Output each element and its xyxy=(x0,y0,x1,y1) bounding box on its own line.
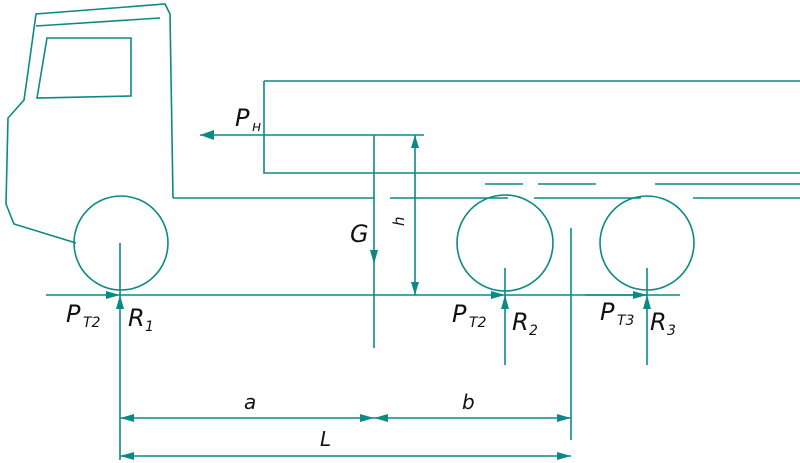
label-L: L xyxy=(320,427,331,451)
reaction-r3-arrowhead xyxy=(643,295,651,309)
dimension-a-arrow-right xyxy=(360,414,374,422)
label-r3: R xyxy=(650,308,667,336)
label-pt2-mid: P xyxy=(452,300,467,328)
dimension-a-arrow-left xyxy=(120,414,134,422)
dimension-b-arrow-right xyxy=(557,414,571,422)
gravity-arrowhead xyxy=(370,250,378,264)
cab-roof-detail xyxy=(35,17,161,27)
dimension-b-arrow-left xyxy=(374,414,388,422)
label-pt3: P xyxy=(600,298,615,326)
dimension-L-arrow-left xyxy=(120,452,134,460)
inertia-force-arrowhead xyxy=(200,130,214,140)
reaction-r2-arrowhead xyxy=(501,295,509,309)
traction-rear-arrowhead xyxy=(633,291,647,299)
label-pt3-sub: T3 xyxy=(617,313,634,329)
label-a: a xyxy=(244,390,256,414)
height-arrow-bottom xyxy=(411,282,419,295)
force-vectors xyxy=(46,130,651,460)
label-r2: R xyxy=(512,308,529,336)
label-pt2-left-sub: T2 xyxy=(83,315,101,331)
truck-outline xyxy=(5,3,800,440)
cab-window xyxy=(36,37,132,99)
labels: P н G h P T2 R 1 P T2 R 2 P T3 R 3 a b L xyxy=(66,104,676,451)
label-r1-sub: 1 xyxy=(145,319,154,335)
dimensions xyxy=(120,414,571,460)
label-r2-sub: 2 xyxy=(529,323,538,339)
cab-outline xyxy=(5,3,174,244)
height-arrow-top xyxy=(411,135,419,148)
traction-left-arrowhead xyxy=(106,291,120,299)
label-pt2-mid-sub: T2 xyxy=(469,315,487,331)
front-wheel xyxy=(73,195,169,291)
traction-mid-arrowhead xyxy=(491,291,505,299)
dimension-L-arrow-right xyxy=(557,452,571,460)
cargo-box xyxy=(263,80,800,174)
label-g: G xyxy=(350,220,369,248)
label-r1: R xyxy=(128,304,145,332)
reaction-r1-arrowhead xyxy=(116,295,124,309)
label-p-n: P xyxy=(235,104,250,132)
label-pt2-left: P xyxy=(66,300,81,328)
label-p-n-sub: н xyxy=(252,119,261,135)
label-b: b xyxy=(462,390,475,414)
label-h: h xyxy=(390,216,408,226)
label-r3-sub: 3 xyxy=(667,323,676,339)
